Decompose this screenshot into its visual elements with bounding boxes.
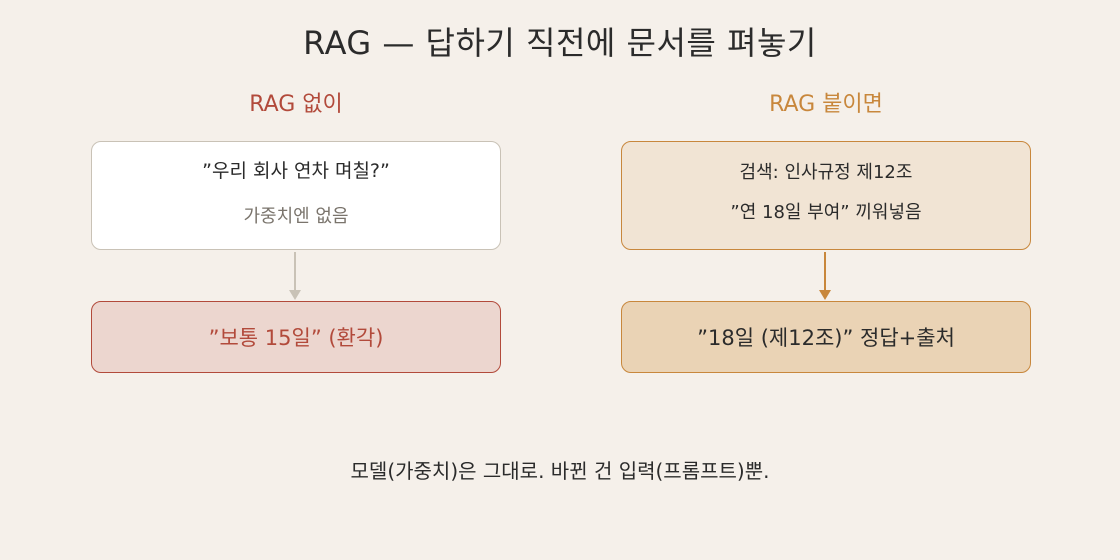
without-rag-heading: RAG 없이 (249, 92, 343, 117)
footer-caption: 모델(가중치)은 그대로. 바뀐 건 입력(프롬프트)뿐. (350, 459, 770, 483)
hallucination-answer: ”보통 15일” (환각) (208, 326, 384, 350)
hallucination-box: ”보통 15일” (환각) (91, 301, 501, 373)
right-arrow (819, 252, 831, 300)
retrieval-box: 검색: 인사규정 제12조 ”연 18일 부여” 끼워넣음 (621, 141, 1031, 250)
diagram-title: RAG — 답하기 직전에 문서를 펴놓기 (303, 24, 817, 62)
grounded-answer: ”18일 (제12조)” 정답+출처 (697, 326, 955, 350)
retrieval-insert: ”연 18일 부여” 끼워넣음 (730, 202, 922, 223)
with-rag-heading: RAG 붙이면 (769, 92, 883, 117)
query-text: ”우리 회사 연차 며칠?” (202, 160, 390, 182)
retrieval-query: 검색: 인사규정 제12조 (739, 162, 913, 183)
grounded-answer-box: ”18일 (제12조)” 정답+출처 (621, 301, 1031, 373)
query-box: ”우리 회사 연차 며칠?” 가중치엔 없음 (91, 141, 501, 250)
left-arrow (289, 252, 301, 300)
weights-note: 가중치엔 없음 (243, 206, 349, 227)
